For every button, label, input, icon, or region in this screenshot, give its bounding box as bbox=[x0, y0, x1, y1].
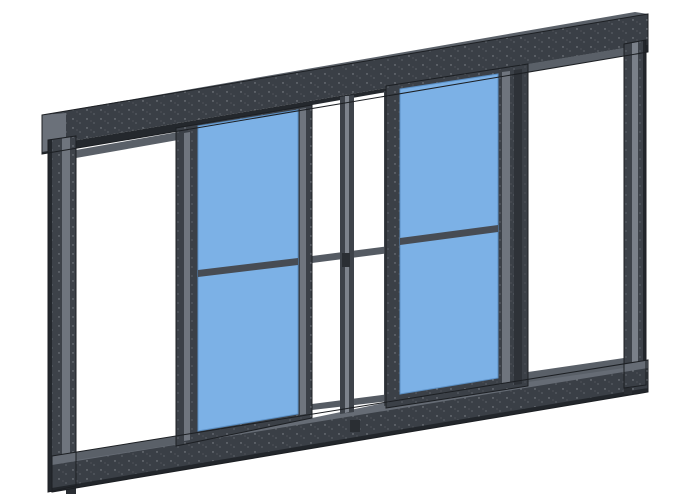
left-jamb bbox=[48, 136, 76, 492]
right-foot bbox=[624, 388, 632, 394]
center-opening bbox=[312, 89, 398, 432]
right-sliding-sash bbox=[386, 64, 528, 408]
right-sash-muntin bbox=[400, 225, 498, 245]
edge-outlines bbox=[41, 13, 649, 493]
right-jamb bbox=[624, 40, 646, 388]
left-opening-frame bbox=[76, 132, 178, 460]
right-opening-frame bbox=[528, 48, 624, 382]
left-foot bbox=[66, 488, 76, 494]
foot-blocks bbox=[66, 388, 632, 494]
lock-handle-icon bbox=[342, 253, 350, 267]
left-sliding-sash bbox=[176, 105, 312, 446]
left-sash-muntin bbox=[198, 258, 298, 277]
sill-latch-icon bbox=[350, 420, 360, 432]
